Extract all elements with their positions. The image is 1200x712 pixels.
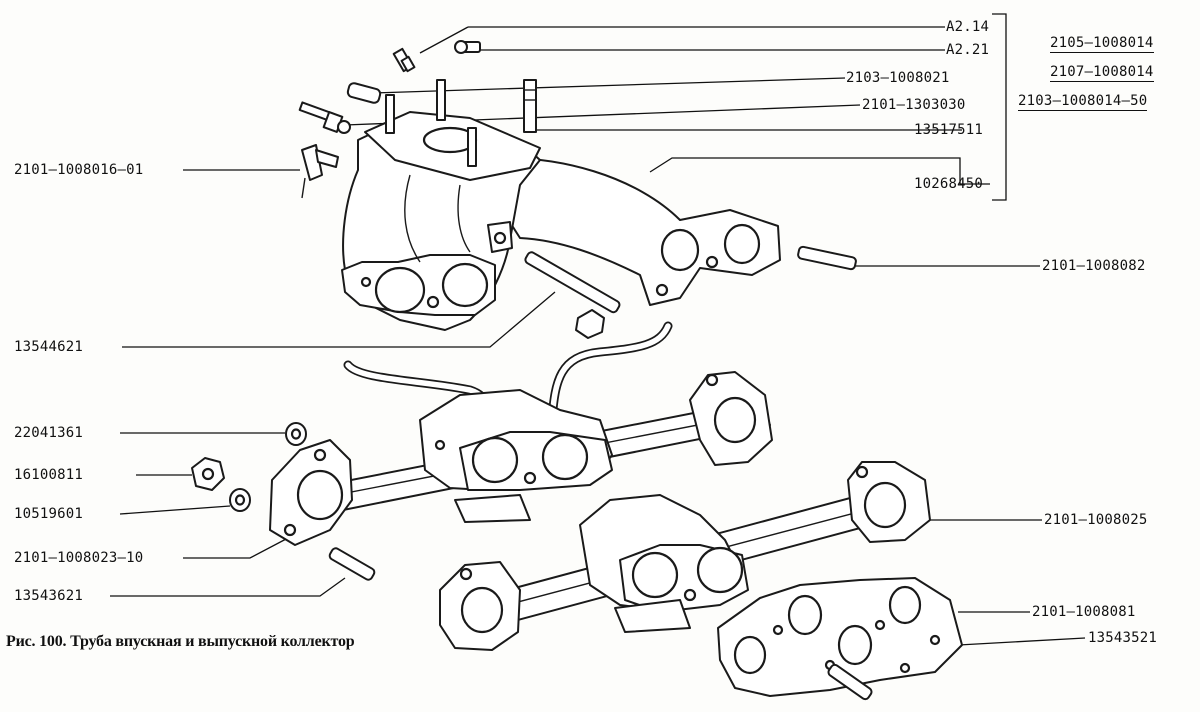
stud-a214 [392, 47, 416, 73]
washer-22041361 [285, 422, 307, 446]
leader-lines [110, 13, 1086, 651]
leader-2103-1008021 [371, 77, 846, 94]
label-2105-1008014: 2105–1008014 [1050, 35, 1154, 53]
leader-10268450 [649, 157, 990, 185]
nut-16100811 [191, 457, 225, 491]
stud-13517511 [523, 79, 537, 133]
bracket [992, 13, 1007, 201]
label-a221: A2.21 [946, 42, 990, 58]
label-13543621: 13543621 [14, 588, 84, 604]
bracket-2101-1008016-01 [301, 144, 339, 199]
sensor-2101-1303030 [298, 101, 351, 134]
label-13517511: 13517511 [914, 122, 984, 138]
screw-a221 [454, 40, 481, 54]
nut-10268450 [575, 309, 605, 339]
leader-13544621 [122, 291, 556, 348]
label-22041361: 22041361 [14, 425, 84, 441]
washer-10519601 [229, 488, 251, 512]
label-2103-1008021: 2103–1008021 [846, 70, 950, 86]
label-2101-1008025: 2101–1008025 [1044, 512, 1148, 528]
label-2103-1008014-50: 2103–1008014–50 [1018, 93, 1148, 111]
leader-2101-1008023-10 [183, 537, 289, 559]
label-13544621: 13544621 [14, 339, 84, 355]
label-2101-1008016-01: 2101–1008016–01 [14, 162, 144, 178]
figure-caption: Рис. 100. Труба впускная и выпускной кол… [6, 633, 355, 650]
leader-10519601 [119, 505, 231, 515]
exhaust-manifold-2101-1008025 [439, 461, 931, 651]
label-16100811: 16100811 [14, 467, 84, 483]
stud-13543621 [328, 547, 376, 581]
label-2101-1008082: 2101–1008082 [1042, 258, 1146, 274]
label-2107-1008014: 2107–1008014 [1050, 64, 1154, 82]
leader-a214 [419, 26, 469, 54]
intake-manifold [341, 79, 781, 331]
label-2101-1303030: 2101–1303030 [862, 97, 966, 113]
leader-13543621 [110, 577, 346, 597]
exhaust-manifold-assembled [269, 321, 773, 546]
label-2101-1008081: 2101–1008081 [1032, 604, 1136, 620]
stud-13544621 [524, 251, 621, 314]
label-a214: A2.14 [946, 19, 990, 35]
label-10519601: 10519601 [14, 506, 84, 522]
gasket-2101-1008081 [717, 577, 963, 697]
stud-2101-1008082 [797, 245, 857, 271]
plug-2103-1008021 [346, 82, 382, 104]
stud-13543521 [827, 663, 873, 701]
label-10268450: 10268450 [914, 176, 984, 192]
label-2101-1008023-10: 2101–1008023–10 [14, 550, 144, 566]
label-13543521: 13543521 [1088, 630, 1158, 646]
